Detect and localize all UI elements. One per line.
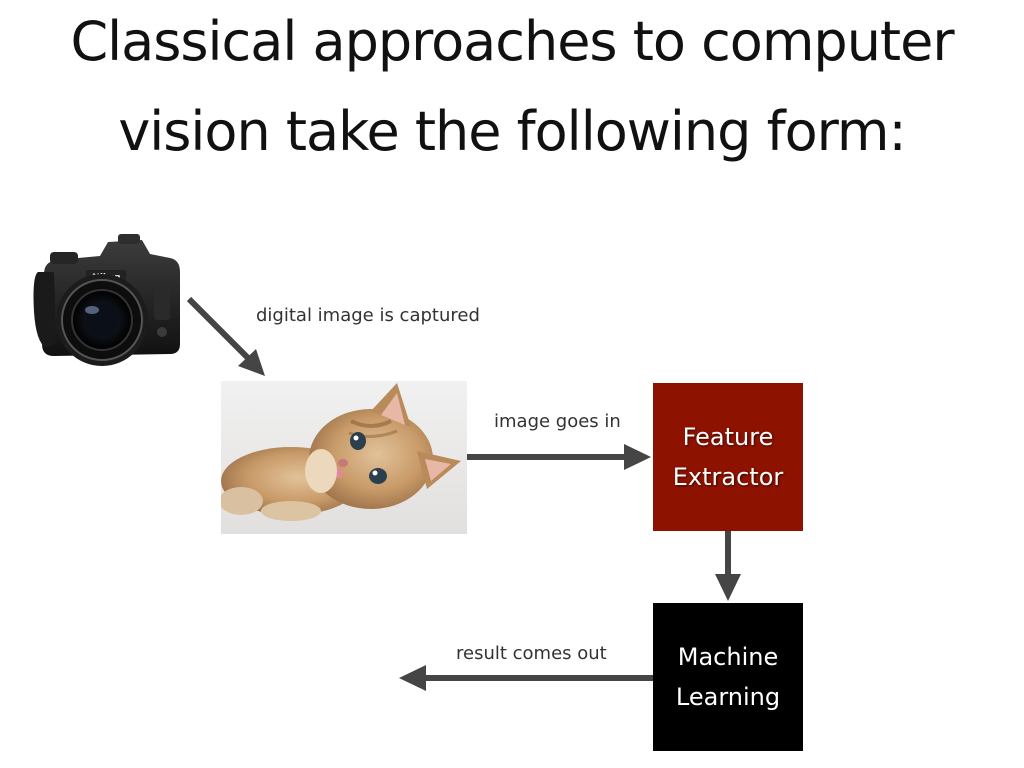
edge-label-result-comes-out: result comes out: [456, 643, 607, 664]
arrow-image-to-extractor-head: [624, 444, 651, 470]
camera-image: Nikon: [33, 234, 180, 366]
title-line-1: Classical approaches to computer: [70, 10, 954, 73]
arrow-ml-to-result-head: [399, 665, 426, 691]
title-line-2: vision take the following form:: [118, 100, 906, 163]
feature-extractor-line-2: Extractor: [672, 463, 784, 491]
arrow-extractor-to-ml-head: [715, 574, 741, 601]
kitten-photo: [221, 381, 467, 534]
edge-label-captured: digital image is captured: [256, 305, 480, 326]
machine-learning-line-2: Learning: [675, 683, 781, 711]
machine-learning-box: Machine Learning: [653, 603, 803, 751]
edge-label-image-goes-in: image goes in: [494, 411, 621, 432]
arrow-camera-to-image: [186, 296, 254, 364]
machine-learning-line-1: Machine: [677, 643, 779, 671]
feature-extractor-line-1: Feature: [682, 423, 774, 451]
feature-extractor-box: Feature Extractor: [653, 383, 803, 531]
arrow-camera-to-image-head: [238, 349, 265, 376]
